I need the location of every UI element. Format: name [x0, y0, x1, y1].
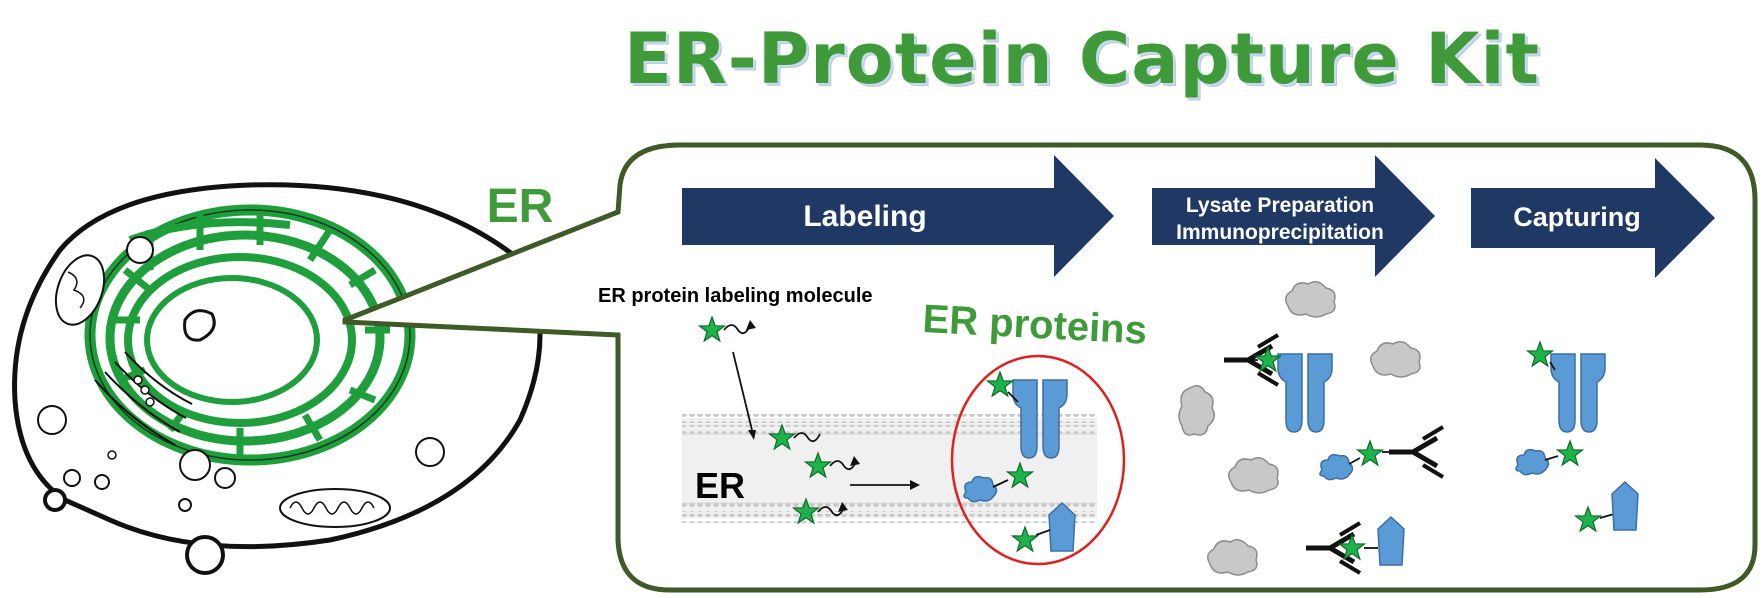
star-label-icon	[792, 498, 848, 524]
flow-arrow-right	[850, 480, 920, 490]
star-label-icon	[768, 424, 821, 450]
star-label-icon	[698, 316, 756, 342]
flow-arrow-down	[732, 351, 756, 440]
labeling-molecule-label: ER protein labeling molecule	[598, 285, 873, 307]
protein-channel-icon	[986, 371, 1068, 459]
protein-channel-icon	[1248, 346, 1333, 433]
protein-pent-icon	[1011, 502, 1076, 552]
protein-pent-icon	[1338, 516, 1405, 566]
protein-channel-icon	[1526, 341, 1606, 433]
step-arrow-capturing	[1471, 158, 1715, 278]
cell-icon	[12, 182, 543, 575]
step-labeling-label: Labeling	[803, 200, 926, 233]
step-lysate-label-line2: Immunoprecipitation	[1176, 221, 1384, 244]
step-arrow-lysate	[1152, 155, 1435, 277]
mitochondrion-icon	[54, 254, 106, 326]
protein-blob-icon	[1515, 440, 1584, 476]
step-arrow-labeling	[682, 155, 1114, 277]
step-lysate-label-line1: Lysate Preparation	[1186, 194, 1374, 217]
golgi-icon	[94, 351, 193, 446]
step-capturing-label: Capturing	[1513, 202, 1641, 232]
protein-pent-icon	[1574, 481, 1639, 532]
cell-er-label: ER	[487, 180, 554, 233]
membrane-er-label: ER	[695, 465, 745, 506]
mitochondrion-icon	[279, 488, 391, 528]
protein-blob-icon	[963, 462, 1034, 503]
page-title: ER-Protein Capture Kit	[624, 18, 1540, 100]
er-proteins-highlight	[950, 354, 1126, 566]
star-label-icon	[804, 452, 860, 478]
